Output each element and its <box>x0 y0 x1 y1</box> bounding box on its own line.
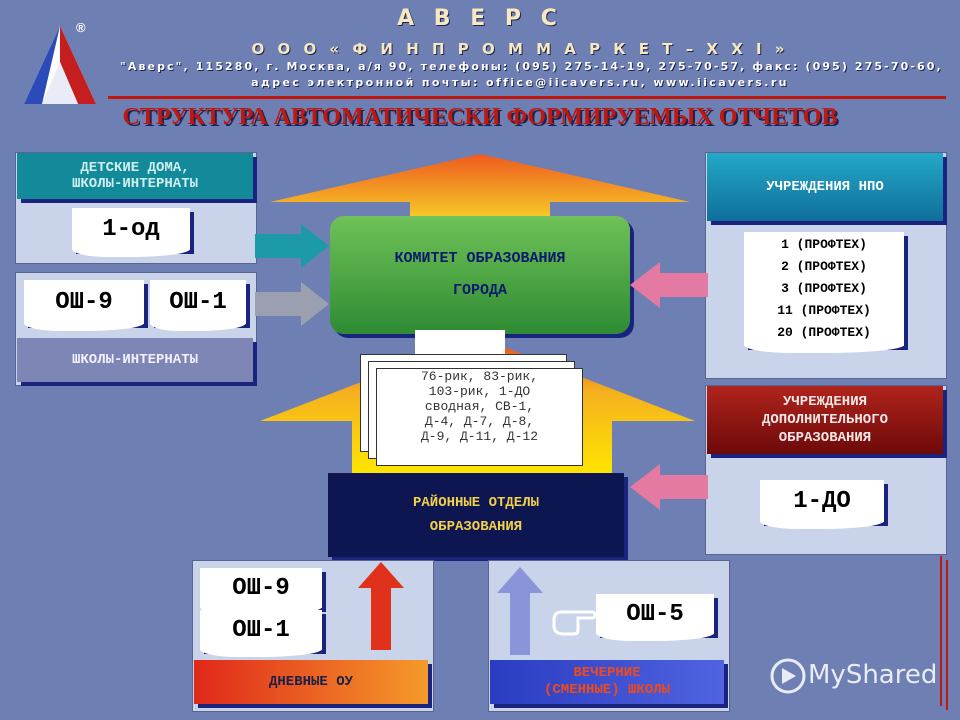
additional-caption: УЧРЕЖДЕНИЯ ДОПОЛНИТЕЛЬНОГО ОБРАЗОВАНИЯ <box>707 386 943 454</box>
reports-list: 76-рик, 83-рик, 103-рик, 1-ДО сводная, С… <box>376 368 583 466</box>
decor-line-1 <box>940 556 942 706</box>
form-osh-5: ОШ-5 <box>596 594 714 641</box>
npo-form-1: 1 (ПРОФТЕХ) <box>781 237 867 252</box>
form-1-do: 1-ДО <box>760 480 884 529</box>
form-osh-9-day: ОШ-9 <box>200 568 322 615</box>
header-divider <box>108 96 946 99</box>
boarding-schools-caption: ШКОЛЫ-ИНТЕРНАТЫ <box>17 338 253 382</box>
company-name: О О О « Ф И Н П Р О М М А Р К Е Т – X X … <box>251 40 789 58</box>
npo-form-3: 3 (ПРОФТЕХ) <box>781 281 867 296</box>
orphanages-caption: ДЕТСКИЕ ДОМА, ШКОЛЫ-ИНТЕРНАТЫ <box>17 153 253 199</box>
decor-line-2 <box>946 560 948 710</box>
pointing-hand-icon <box>552 610 596 636</box>
page-title: СТРУКТУРА АВТОМАТИЧЕСКИ ФОРМИРУЕМЫХ ОТЧЕ… <box>122 104 838 130</box>
arrow-right-teal-icon <box>255 224 329 268</box>
form-osh-9-boarding: ОШ-9 <box>24 280 144 331</box>
report-sheet-back <box>415 330 505 354</box>
upward-arrow-orange-icon <box>270 154 690 220</box>
day-schools-caption: ДНЕВНЫЕ ОУ <box>194 660 428 704</box>
form-osh-1-boarding: ОШ-1 <box>150 280 246 331</box>
brand-name: А В Е Р С <box>397 6 563 31</box>
arrow-up-lilac-icon <box>497 567 543 655</box>
form-osh-1-day: ОШ-1 <box>200 610 322 657</box>
evening-schools-caption: ВЕЧЕРНИЕ (СМЕННЫЕ) ШКОЛЫ <box>490 660 724 704</box>
npo-caption: УЧРЕЖДЕНИЯ НПО <box>707 153 943 221</box>
npo-form-2: 2 (ПРОФТЕХ) <box>781 259 867 274</box>
company-address: "Аверс", 115280, г. Москва, а/я 90, теле… <box>120 60 943 73</box>
arrow-right-gray-icon <box>255 282 329 326</box>
avers-logo-icon <box>24 26 96 104</box>
arrow-left-pink-icon <box>630 262 708 308</box>
watermark-text: MyShared <box>808 660 938 690</box>
committee-box: КОМИТЕТ ОБРАЗОВАНИЯ ГОРОДА <box>330 216 630 334</box>
npo-forms-doc: 1 (ПРОФТЕХ) 2 (ПРОФТЕХ) 3 (ПРОФТЕХ) 11 (… <box>744 232 904 353</box>
myshared-logo-icon <box>770 658 806 694</box>
form-1-od: 1-од <box>72 208 190 257</box>
npo-form-11: 11 (ПРОФТЕХ) <box>777 303 871 318</box>
arrow-up-red-icon <box>358 562 404 650</box>
registered-mark: ® <box>76 20 86 35</box>
npo-form-20: 20 (ПРОФТЕХ) <box>777 325 871 340</box>
company-email: адрес электронной почты: office@iicavers… <box>251 76 789 89</box>
district-box: РАЙОННЫЕ ОТДЕЛЫ ОБРАЗОВАНИЯ <box>328 473 624 557</box>
arrow-left-pink-lower-icon <box>630 464 708 510</box>
